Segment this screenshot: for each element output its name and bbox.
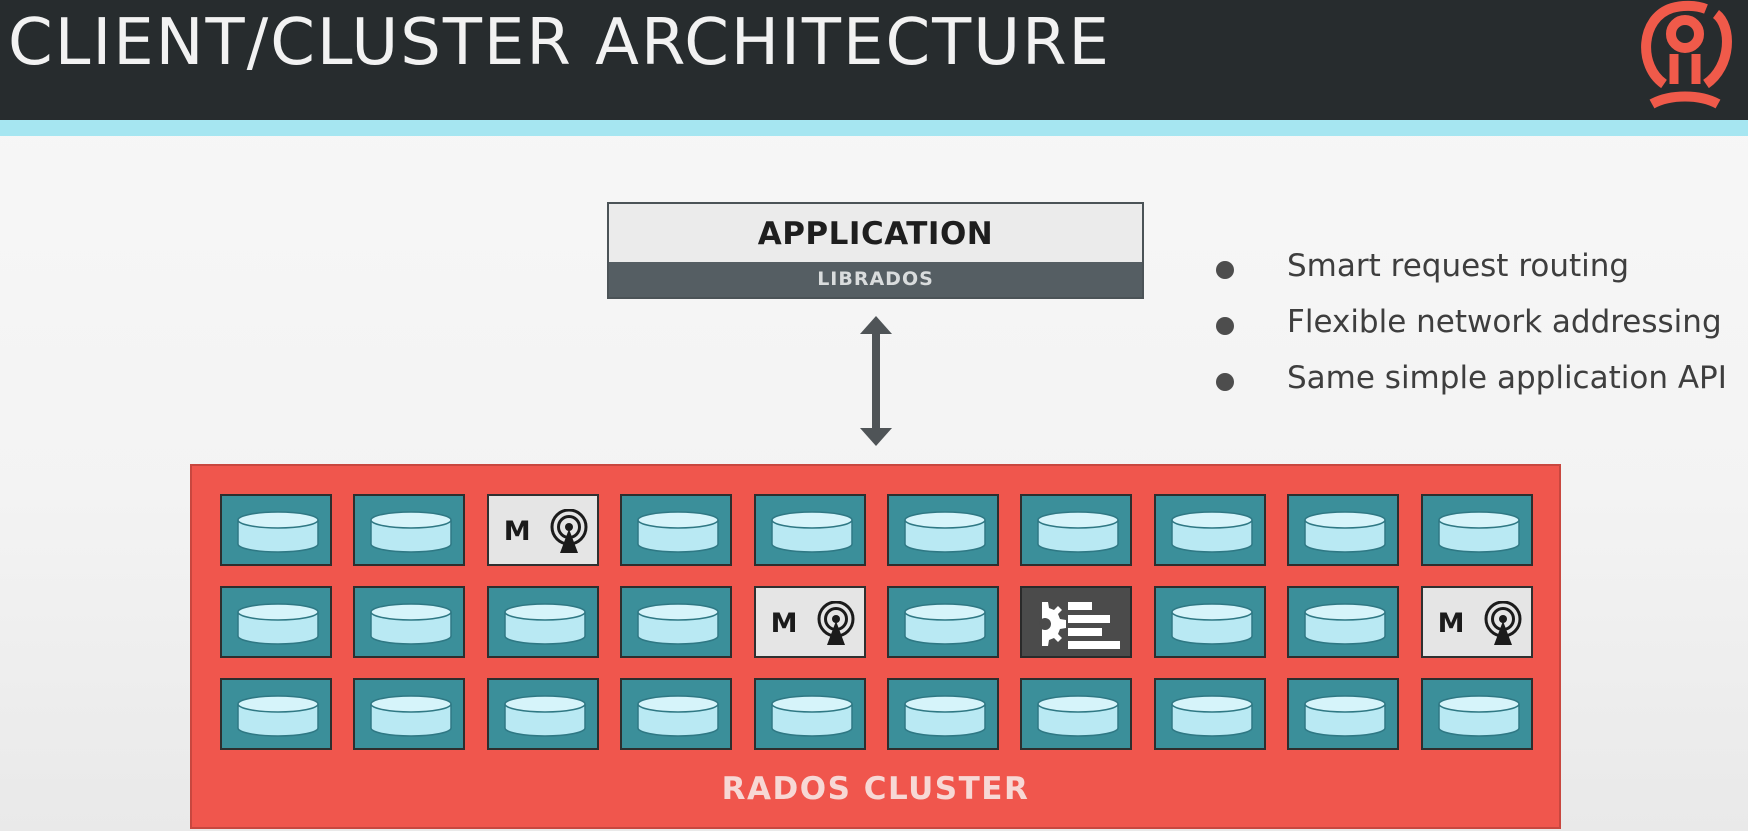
- osd-node: [753, 678, 866, 750]
- osd-node: [620, 586, 733, 658]
- disk-icon: [237, 511, 319, 553]
- osd-node: [1153, 494, 1266, 566]
- librados-bar: LIBRADOS: [609, 262, 1142, 297]
- osd-node: [486, 586, 599, 658]
- disk-icon: [237, 695, 319, 737]
- osd-node: [353, 678, 466, 750]
- osd-node: [620, 494, 733, 566]
- slide-title: CLIENT/CLUSTER ARCHITECTURE: [8, 6, 1111, 80]
- monitor-letter: M: [503, 516, 531, 547]
- bullet-dot-icon: [1216, 317, 1234, 335]
- feature-text: Flexible network addressing: [1287, 304, 1722, 340]
- header-accent-stripe: [0, 120, 1748, 136]
- disk-icon: [770, 695, 853, 737]
- slide-header: CLIENT/CLUSTER ARCHITECTURE: [0, 0, 1748, 120]
- disk-icon: [770, 511, 853, 553]
- osd-node: [220, 678, 332, 750]
- disk-icon: [637, 603, 719, 645]
- ceph-logo-icon: [1641, 0, 1732, 109]
- osd-node: [887, 678, 999, 750]
- disk-icon: [1171, 511, 1253, 553]
- disk-icon: [904, 603, 986, 645]
- osd-node: [486, 678, 599, 750]
- osd-node: [753, 494, 866, 566]
- disk-icon: [370, 603, 453, 645]
- osd-node: [1020, 494, 1133, 566]
- disk-icon: [237, 603, 319, 645]
- disk-icon: [370, 695, 453, 737]
- osd-node: [620, 678, 733, 750]
- rados-cluster: RADOS CLUSTER M M M: [190, 464, 1561, 829]
- osd-node: [1287, 494, 1400, 566]
- osd-node: [353, 586, 466, 658]
- osd-node: [220, 586, 332, 658]
- radio-tower-icon: [1484, 601, 1522, 645]
- disk-icon: [1171, 603, 1253, 645]
- disk-icon: [504, 695, 586, 737]
- osd-node: [887, 586, 999, 658]
- bullet-dot-icon: [1216, 261, 1234, 279]
- disk-icon: [1304, 511, 1386, 553]
- disk-icon: [1171, 695, 1253, 737]
- disk-icon: [370, 511, 453, 553]
- osd-node: [220, 494, 332, 566]
- disk-icon: [904, 695, 986, 737]
- monitor-node: M: [753, 586, 866, 658]
- disk-icon: [1304, 603, 1386, 645]
- monitor-letter: M: [1437, 608, 1465, 639]
- osd-node: [1420, 494, 1533, 566]
- disk-icon: [1037, 511, 1120, 553]
- radio-tower-icon: [817, 601, 855, 645]
- feature-text: Smart request routing: [1287, 248, 1630, 284]
- osd-node: [1153, 586, 1266, 658]
- disk-icon: [1437, 511, 1520, 553]
- manager-node: [1020, 586, 1133, 658]
- monitor-node: M: [1420, 586, 1533, 658]
- osd-node: [887, 494, 999, 566]
- disk-icon: [637, 695, 719, 737]
- bullet-dot-icon: [1216, 373, 1234, 391]
- osd-node: [1420, 678, 1533, 750]
- disk-icon: [504, 603, 586, 645]
- osd-node: [353, 494, 466, 566]
- feature-text: Same simple application API: [1287, 360, 1727, 396]
- monitor-letter: M: [770, 608, 798, 639]
- application-box: APPLICATION LIBRADOS: [607, 202, 1144, 299]
- osd-node: [1287, 586, 1400, 658]
- radio-tower-icon: [550, 509, 588, 553]
- application-label: APPLICATION: [757, 216, 994, 252]
- double-headed-arrow-icon: [860, 316, 892, 446]
- osd-node: [1287, 678, 1400, 750]
- osd-node: [1153, 678, 1266, 750]
- disk-icon: [637, 511, 719, 553]
- monitor-node: M: [486, 494, 599, 566]
- disk-icon: [1437, 695, 1520, 737]
- disk-icon: [1304, 695, 1386, 737]
- gear-list-icon: [1039, 602, 1121, 649]
- cluster-label: RADOS CLUSTER: [721, 771, 1030, 807]
- disk-icon: [904, 511, 986, 553]
- osd-node: [1020, 678, 1133, 750]
- disk-icon: [1037, 695, 1120, 737]
